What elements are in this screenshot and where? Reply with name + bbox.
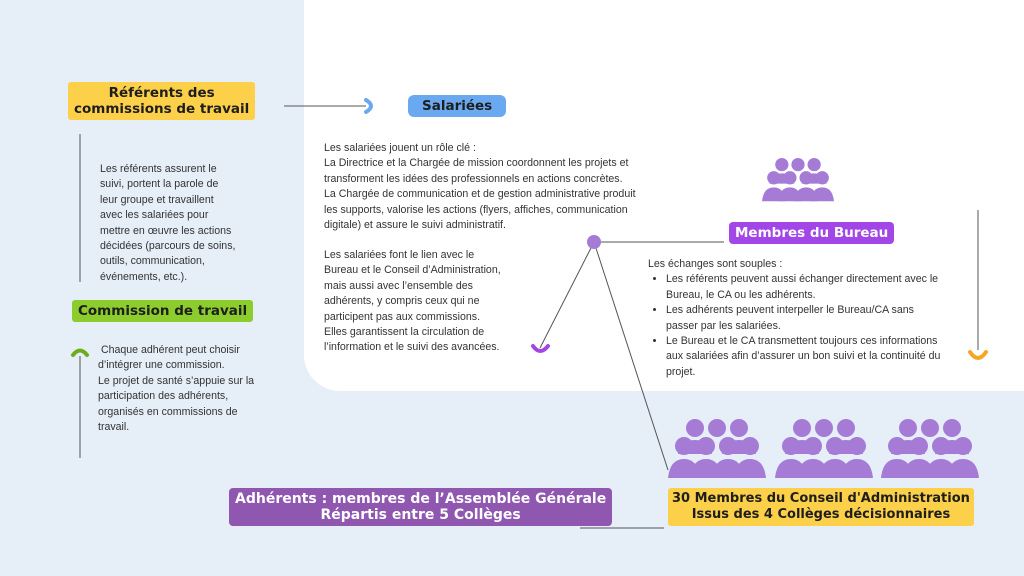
text-line: participent pas aux commissions. <box>324 310 481 323</box>
ca-people-group-icon-3 <box>881 419 979 478</box>
tag-bureau: Membres du Bureau <box>729 222 895 244</box>
tag-referents: Référents des commissions de travail <box>68 82 256 120</box>
tag-adherents: Adhérents : membres de l’Assemblée Génér… <box>229 488 613 526</box>
green-arrow-head-icon <box>71 348 89 357</box>
referents-text: Les référents assurent le suivi, portent… <box>100 162 235 285</box>
text-line: Elles garantissent la circulation de <box>324 326 485 339</box>
commission-text: Chaque adhérent peut choisir d’intégrer … <box>98 343 254 435</box>
ca-people-group-icon-1 <box>668 419 766 478</box>
tag-ca-line1: 30 Membres du Conseil d'Administration <box>672 491 970 506</box>
tag-bureau-label: Membres du Bureau <box>735 225 889 241</box>
list-item: Les référents peuvent aussi échanger dir… <box>666 272 948 303</box>
echanges-text: Les échanges sont souples : Les référent… <box>648 257 948 380</box>
salariees-role-text: Les salariées jouent un rôle clé : La Di… <box>324 141 636 233</box>
echanges-list: Les référents peuvent aussi échanger dir… <box>648 272 948 380</box>
node-to-ca-line <box>593 241 669 471</box>
tag-commission-label: Commission de travail <box>78 303 248 319</box>
blue-arrow-head-icon <box>364 98 373 114</box>
text-line: La Chargée de communication et de gestio… <box>324 188 636 201</box>
text-line: l’information et le suivi des avancées. <box>324 341 500 354</box>
text-line: Les salariées jouent un rôle clé : <box>324 142 476 154</box>
purple-arrow-head-icon <box>531 344 550 353</box>
text-line: adhérents, y compris ceux qui ne <box>324 295 480 308</box>
tag-adherents-line1: Adhérents : membres de l’Assemblée Génér… <box>235 491 607 507</box>
text-line: avec les salariées pour <box>100 209 209 222</box>
tag-commission: Commission de travail <box>72 300 254 322</box>
text-line: Chaque adhérent peut choisir <box>98 344 240 356</box>
tag-referents-line2: commissions de travail <box>74 101 250 117</box>
text-line: mettre en œuvre les actions <box>100 224 232 237</box>
text-line: mais aussi avec l’ensemble des <box>324 279 473 292</box>
list-item: Le Bureau et le CA transmettent toujours… <box>666 334 948 380</box>
text-line: outils, communication, <box>100 255 205 268</box>
text-line: suivi, portent la parole de <box>100 178 219 191</box>
tag-referents-line1: Référents des <box>108 85 215 101</box>
text-line: d’intégrer une commission. <box>98 359 225 372</box>
text-line: participation des adhérents, <box>98 390 229 403</box>
tag-salariees-label: Salariées <box>422 98 493 114</box>
orange-arrow-head-icon <box>968 350 988 360</box>
text-line: événements, etc.). <box>100 270 188 283</box>
text-line: les supports, valorise les actions (flye… <box>324 203 628 216</box>
node-to-adherents-line <box>539 241 595 349</box>
ca-people-group-icon-2 <box>775 419 873 478</box>
tag-salariees: Salariées <box>408 95 507 117</box>
text-line: leur groupe et travaillent <box>100 193 214 206</box>
node-dot-icon <box>587 235 601 249</box>
text-line: Le projet de santé s’appuie sur la <box>98 374 255 387</box>
text-line: transforment les idées des professionnel… <box>324 172 623 185</box>
main-panel <box>304 0 1024 391</box>
text-line: Les salariées font le lien avec le <box>324 249 475 261</box>
text-line: Les référents assurent le <box>100 163 217 175</box>
echanges-intro: Les échanges sont souples : <box>648 258 783 270</box>
text-line: Bureau et le Conseil d’Administration, <box>324 264 501 277</box>
bureau-people-group-icon <box>762 157 834 202</box>
tag-adherents-line2: Répartis entre 5 Collèges <box>320 507 521 523</box>
text-line: travail. <box>98 421 130 434</box>
text-line: La Directrice et la Chargée de mission c… <box>324 157 629 170</box>
text-line: décidées (parcours de soins, <box>100 240 236 253</box>
tag-ca: 30 Membres du Conseil d'Administration I… <box>668 488 974 526</box>
salariees-lien-text: Les salariées font le lien avec le Burea… <box>324 248 501 356</box>
text-line: digitale) et assure le suivi administrat… <box>324 219 506 232</box>
tag-ca-line2: Issus des 4 Collèges décisionnaires <box>691 507 951 522</box>
text-line: organisés en commissions de <box>98 405 238 418</box>
list-item: Les adhérents peuvent interpeller le Bur… <box>666 303 948 334</box>
